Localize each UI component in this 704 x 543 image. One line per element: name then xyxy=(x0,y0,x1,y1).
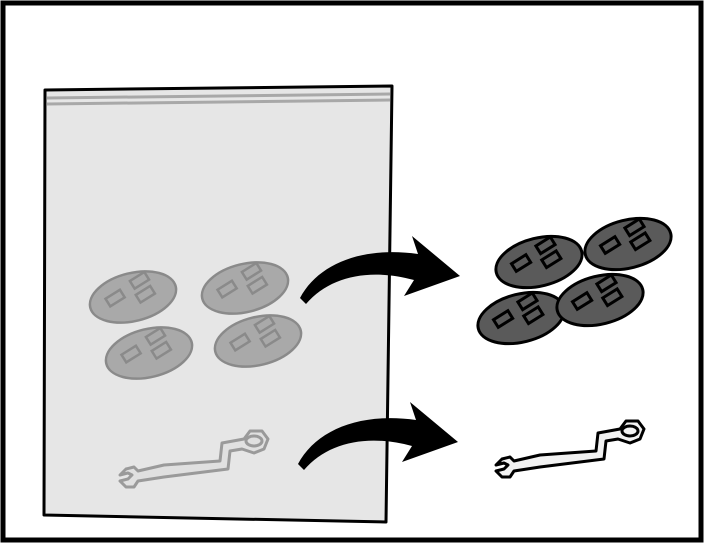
unpack-diagram: g[data-name="feet-in-bag"] .slots rect {… xyxy=(0,0,704,543)
illustration-frame: g[data-name="feet-in-bag"] .slots rect {… xyxy=(0,0,704,543)
